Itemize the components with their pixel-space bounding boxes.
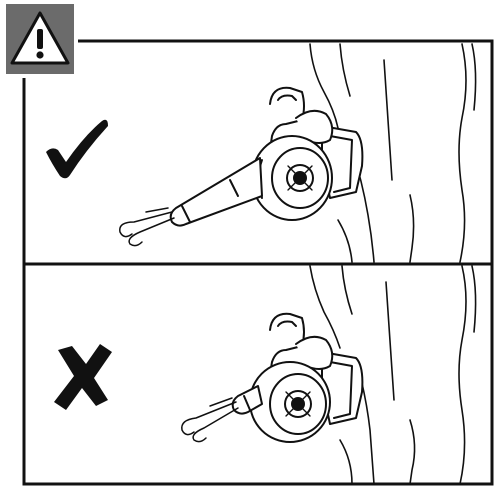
figure-frame [22,39,494,486]
warning-badge [6,4,74,74]
checkmark-icon [46,119,108,179]
panel-incorrect [54,265,477,485]
cross-icon [54,344,112,410]
panel-correct [46,43,477,263]
leaf-blower-correct [119,86,364,247]
leaf-blower-incorrect [181,312,364,443]
warning-triangle-icon [10,11,70,65]
